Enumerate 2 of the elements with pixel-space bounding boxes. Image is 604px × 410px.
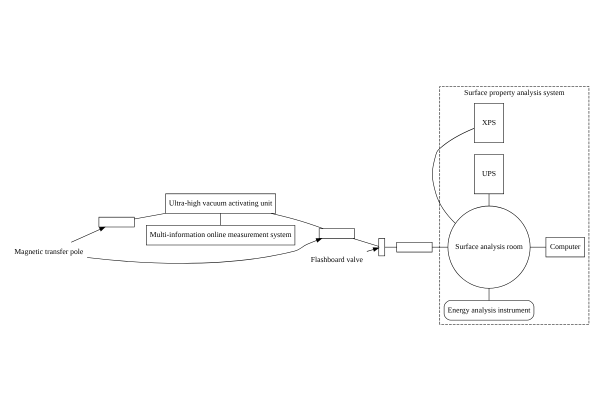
node-text: Magnetic transfer pole	[14, 246, 84, 256]
node-text: Flashboard valve	[310, 254, 363, 264]
